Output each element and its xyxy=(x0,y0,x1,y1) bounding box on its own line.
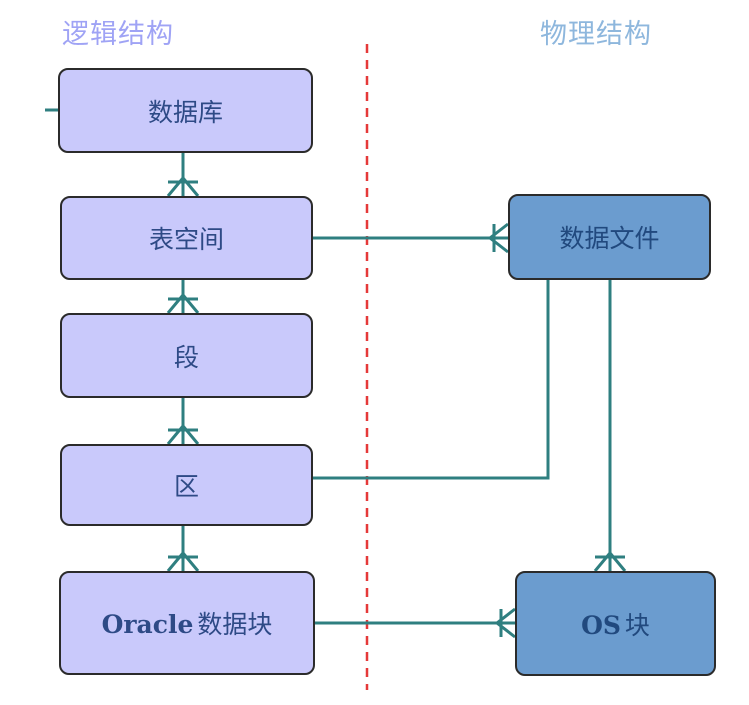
crowfoot-osblk-icon xyxy=(593,550,627,572)
crowfoot-ts-icon xyxy=(166,175,200,197)
connector-ext-file xyxy=(313,280,550,480)
extent-box: 区 xyxy=(60,444,313,526)
oracle-block-suffix: 数据块 xyxy=(197,610,273,639)
database-label: 数据库 xyxy=(147,97,223,127)
physical-structure-heading: 物理结构 xyxy=(540,19,652,50)
os-block-suffix: 块 xyxy=(624,610,650,640)
crowfoot-blk-icon xyxy=(166,550,200,572)
datafile-box: 数据文件 xyxy=(508,194,711,280)
segment-box: 段 xyxy=(60,313,313,398)
database-box: 数据库 xyxy=(58,68,313,153)
tablespace-label: 表空间 xyxy=(148,225,224,254)
crowfoot-osblk-side-icon xyxy=(494,607,516,639)
logical-structure-heading: 逻辑结构 xyxy=(62,19,174,50)
crowfoot-file-icon xyxy=(487,222,509,254)
crowfoot-ext-icon xyxy=(166,423,200,445)
extent-label: 区 xyxy=(173,472,199,501)
tablespace-box: 表空间 xyxy=(60,196,313,280)
oracle-block-prefix: Oracle xyxy=(101,610,194,639)
crowfoot-seg-icon xyxy=(166,292,200,314)
datafile-label: 数据文件 xyxy=(559,224,660,253)
os-block-prefix: OS xyxy=(581,610,621,640)
segment-label: 段 xyxy=(173,342,199,372)
